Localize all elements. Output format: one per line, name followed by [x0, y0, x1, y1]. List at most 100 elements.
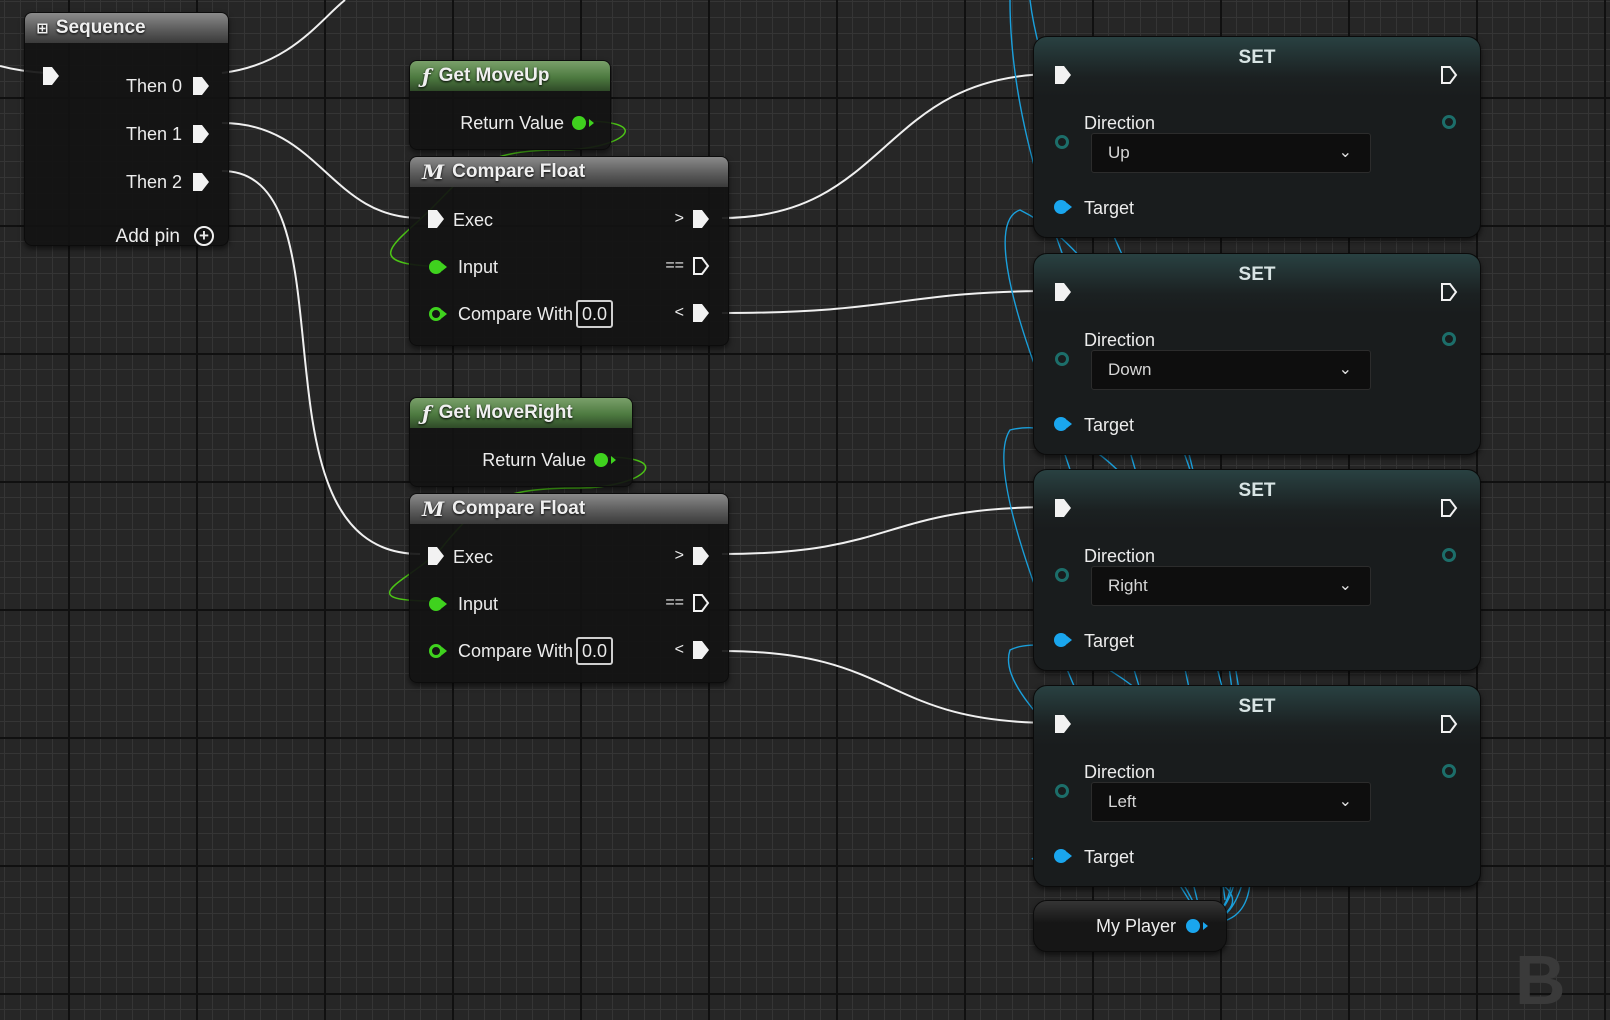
compare-up-lt-pin[interactable] [692, 303, 710, 323]
set-node-right[interactable]: SET Direction Right ⌄ Target [1033, 469, 1481, 671]
sequence-icon: ⊞ [37, 17, 48, 39]
chevron-down-icon: ⌄ [1338, 361, 1352, 378]
set-up-direction-label: Direction [1084, 113, 1156, 133]
exec-wire-then2-compare-right[interactable] [221, 170, 421, 555]
set-up-direction-dropdown[interactable]: Up ⌄ [1091, 133, 1371, 173]
get-moveup-header[interactable]: ƒ Get MoveUp [410, 61, 610, 91]
set-up-direction-out-pin[interactable] [1442, 115, 1456, 129]
set-down-direction-dropdown[interactable]: Down ⌄ [1091, 350, 1371, 390]
set-left-exec-out-pin[interactable] [1440, 714, 1458, 734]
then2-exec-pin[interactable] [192, 172, 210, 192]
compare-right-eq-label: == [665, 594, 684, 611]
set-down-target-arrow [1067, 420, 1072, 428]
set-down-direction-out-pin[interactable] [1442, 332, 1456, 346]
my-player-out-pin[interactable] [1186, 919, 1200, 933]
set-down-direction-label: Direction [1084, 330, 1156, 350]
moveright-return-label: Return Value [482, 450, 586, 470]
compare-up-value-field[interactable]: 0.0 [576, 300, 614, 328]
set-right-direction-in-pin[interactable] [1055, 568, 1069, 582]
set-up-direction-value: Up [1108, 143, 1130, 162]
compare-right-comparewith-pin[interactable] [429, 644, 443, 658]
function-icon: ƒ [422, 64, 431, 88]
exec-wire-then1-compare-up[interactable] [221, 122, 421, 219]
exec-wire-right-lt-set-left[interactable] [721, 650, 1056, 724]
compare-up-comparewith-label: Compare With [458, 304, 574, 324]
set-right-exec-in-pin[interactable] [1054, 498, 1072, 518]
get-moveup-node[interactable]: ƒ Get MoveUp Return Value [409, 60, 611, 150]
macro-icon: M [422, 497, 445, 521]
set-up-target-arrow [1067, 203, 1072, 211]
sequence-node-header[interactable]: ⊞ Sequence [25, 13, 228, 43]
compare-right-comparewith-label: Compare With [458, 641, 574, 661]
compare-right-input-arrow [442, 600, 447, 608]
moveup-return-pin[interactable] [572, 116, 586, 130]
compare-float-up-title: Compare Float [452, 161, 586, 182]
moveright-return-arrow [611, 456, 616, 464]
exec-wire-right-gt-set-right[interactable] [721, 506, 1056, 555]
set-up-target-label: Target [1084, 198, 1135, 218]
compare-up-input-arrow [442, 263, 447, 271]
compare-right-gt-pin[interactable] [692, 546, 710, 566]
compare-float-up-node[interactable]: M Compare Float Exec > Input == Compare … [409, 156, 729, 346]
set-left-direction-dropdown[interactable]: Left ⌄ [1091, 782, 1371, 822]
set-down-target-pin[interactable] [1054, 417, 1068, 431]
set-left-exec-in-pin[interactable] [1054, 714, 1072, 734]
set-down-exec-in-pin[interactable] [1054, 282, 1072, 302]
exec-wire-up-lt-set-down[interactable] [721, 290, 1056, 314]
compare-up-gt-label: > [674, 210, 684, 227]
compare-right-eq-pin[interactable] [692, 593, 710, 613]
set-down-exec-out-pin[interactable] [1440, 282, 1458, 302]
sequence-title: Sequence [55, 17, 146, 38]
set-up-target-pin[interactable] [1054, 200, 1068, 214]
compare-up-exec-in-pin[interactable] [427, 209, 445, 229]
moveright-return-pin[interactable] [594, 453, 608, 467]
set-right-target-arrow [1067, 636, 1072, 644]
compare-float-right-node[interactable]: M Compare Float Exec > Input == Compare … [409, 493, 729, 683]
moveup-return-label: Return Value [460, 113, 564, 133]
set-up-exec-in-pin[interactable] [1054, 65, 1072, 85]
set-node-left[interactable]: SET Direction Left ⌄ Target [1033, 685, 1481, 887]
compare-up-comparewith-pin[interactable] [429, 307, 443, 321]
set-up-direction-in-pin[interactable] [1055, 135, 1069, 149]
set-right-direction-dropdown[interactable]: Right ⌄ [1091, 566, 1371, 606]
set-down-direction-in-pin[interactable] [1055, 352, 1069, 366]
compare-right-input-pin[interactable] [429, 597, 443, 611]
add-pin-label[interactable]: Add pin [115, 226, 180, 247]
get-moveright-node[interactable]: ƒ Get MoveRight Return Value [409, 397, 633, 487]
then0-exec-pin[interactable] [192, 76, 210, 96]
set-left-direction-out-pin[interactable] [1442, 764, 1456, 778]
exec-wire-up-gt-set-up[interactable] [721, 73, 1056, 219]
compare-right-value-field[interactable]: 0.0 [576, 637, 614, 665]
compare-right-exec-label: Exec [453, 547, 494, 567]
my-player-out-arrow [1203, 922, 1208, 930]
compare-up-gt-pin[interactable] [692, 209, 710, 229]
compare-right-lt-pin[interactable] [692, 640, 710, 660]
compare-up-input-pin[interactable] [429, 260, 443, 274]
sequence-node[interactable]: ⊞ Sequence Then 0 Then 1 Then 2 Add pin … [24, 12, 229, 247]
set-node-down[interactable]: SET Direction Down ⌄ Target [1033, 253, 1481, 455]
set-node-up[interactable]: SET Direction Up ⌄ Target [1033, 36, 1481, 238]
compare-up-input-label: Input [458, 257, 499, 277]
set-right-direction-value: Right [1108, 576, 1148, 595]
my-player-node[interactable]: My Player [1033, 900, 1227, 952]
compare-float-up-header[interactable]: M Compare Float [410, 157, 728, 187]
compare-right-exec-in-pin[interactable] [427, 546, 445, 566]
get-moveup-title: Get MoveUp [438, 65, 550, 86]
set-down-target-label: Target [1084, 415, 1135, 435]
set-left-direction-in-pin[interactable] [1055, 784, 1069, 798]
add-pin-icon[interactable]: + [194, 226, 214, 246]
macro-icon: M [422, 160, 445, 184]
compare-up-eq-pin[interactable] [692, 256, 710, 276]
set-right-target-pin[interactable] [1054, 633, 1068, 647]
set-right-direction-out-pin[interactable] [1442, 548, 1456, 562]
set-up-exec-out-pin[interactable] [1440, 65, 1458, 85]
get-moveright-header[interactable]: ƒ Get MoveRight [410, 398, 632, 428]
then1-exec-pin[interactable] [192, 124, 210, 144]
compare-right-gt-label: > [674, 547, 684, 564]
moveup-return-arrow [589, 119, 594, 127]
sequence-exec-in-pin[interactable] [42, 66, 60, 86]
compare-float-right-header[interactable]: M Compare Float [410, 494, 728, 524]
set-left-target-pin[interactable] [1054, 849, 1068, 863]
set-right-exec-out-pin[interactable] [1440, 498, 1458, 518]
compare-up-exec-label: Exec [453, 210, 494, 230]
